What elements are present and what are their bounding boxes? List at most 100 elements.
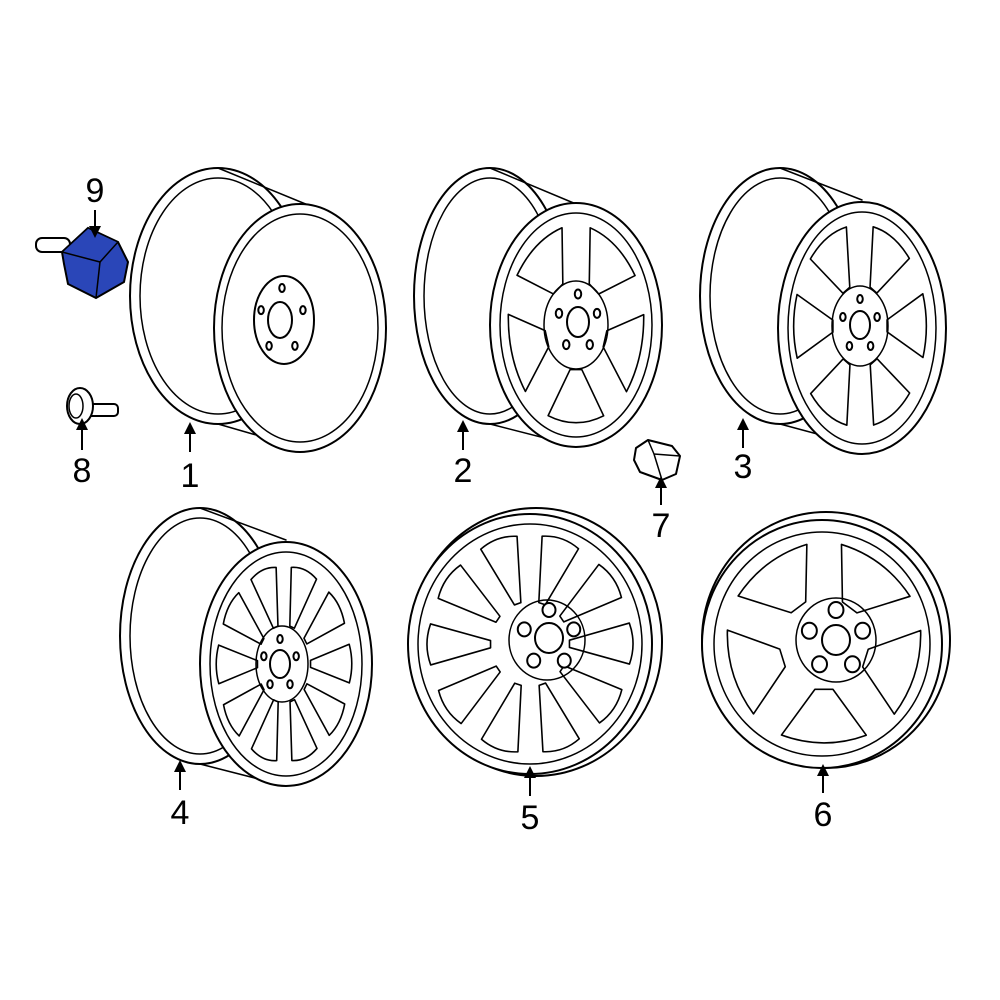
part-4-alloy-wheel[interactable] (119, 507, 373, 787)
lug-hole (526, 652, 542, 669)
lug-hole (299, 305, 307, 316)
spoke-window (547, 368, 605, 424)
spoke-window (840, 543, 911, 614)
vent-slot-fill (285, 238, 293, 269)
part-2-alloy-wheel[interactable] (413, 167, 663, 448)
vent-slot-fill (327, 276, 347, 295)
vent-slot-fill (245, 276, 265, 295)
spoke-window (780, 688, 868, 744)
vent-slot-fill (310, 375, 322, 403)
lug-hole (286, 679, 294, 690)
wheel-1-front-lip (221, 213, 379, 443)
vent-slot-fill (332, 338, 354, 350)
spoke-window (588, 227, 636, 295)
wheel-5-front-lip (417, 523, 643, 765)
spoke-window (215, 644, 259, 685)
wheel-5-spoke-windows (426, 535, 634, 753)
wheel-3-lug-holes (839, 294, 881, 352)
spoke-window (538, 682, 581, 753)
callout-5: 5 (521, 799, 540, 837)
spoke-window (886, 293, 928, 359)
lug-hole (839, 311, 847, 322)
sensor-edge (95, 261, 101, 299)
wheel-6-lug-holes (800, 601, 872, 674)
spoke-window (809, 226, 851, 295)
vent-slot-fill (270, 375, 282, 403)
wheel-2-center-bore (566, 306, 590, 338)
spoke-window (289, 698, 318, 762)
lug-hole (800, 621, 818, 640)
callout-2: 2 (454, 452, 473, 490)
vent-slot-fill (319, 258, 336, 282)
part-8-valve-stem[interactable] (66, 387, 119, 425)
vent-slot-fill (327, 353, 347, 372)
callout-8: 8 (73, 452, 92, 490)
spoke-window (222, 591, 265, 646)
spoke-window (289, 566, 318, 629)
callout-4: 4 (171, 794, 190, 832)
wheel-1-center-bore (267, 301, 293, 339)
wheel-3-hub (831, 285, 889, 367)
part-1-steel-wheel[interactable] (129, 167, 387, 453)
vent-slot-fill (256, 366, 273, 390)
lug-hole (873, 311, 881, 322)
lug-nut-body (633, 439, 681, 481)
spoke-window (437, 665, 501, 725)
vent-slot-fill (270, 245, 282, 273)
wheel-6-spoke-windows (726, 543, 922, 744)
sensor-top-face (60, 227, 120, 263)
callout-6: 6 (814, 796, 833, 834)
lug-hole (854, 621, 872, 640)
lug-nut-facets (647, 439, 681, 481)
part-5-alloy-wheel[interactable] (407, 507, 663, 777)
spoke-window (437, 564, 501, 624)
lug-hole (585, 339, 594, 351)
lug-hole (276, 634, 284, 644)
wheel-3-front-lip (787, 211, 937, 445)
lug-hole (291, 340, 299, 351)
lug-hole (845, 341, 854, 352)
vent-slot-fill (319, 366, 336, 390)
spoke-window (222, 683, 265, 737)
lug-hole (541, 602, 557, 618)
spoke-window (426, 623, 492, 666)
spoke-window (516, 226, 564, 295)
spoke-window (303, 682, 346, 737)
part-6-alloy-wheel[interactable] (701, 511, 951, 769)
vent-slot-fill (299, 238, 307, 269)
spoke-window (726, 629, 787, 715)
part-7-lug-nut[interactable] (633, 439, 681, 481)
lug-hole (260, 651, 268, 662)
wheel-2-hub (543, 280, 609, 370)
wheel-3-spoke-windows (792, 226, 928, 426)
valve-stem-head (66, 387, 94, 425)
spoke-window (479, 535, 522, 606)
lug-hole (566, 621, 582, 638)
spoke-window (869, 226, 911, 294)
lug-hole (856, 294, 864, 304)
callout-1: 1 (181, 457, 200, 495)
wheel-1-vent-slots (236, 238, 356, 410)
lug-hole (843, 655, 861, 674)
vent-slot-fill (245, 353, 265, 372)
spoke-window (861, 629, 922, 715)
wheel-4-spoke-windows (215, 566, 353, 762)
lug-hole (866, 341, 875, 352)
spoke-window (309, 643, 353, 684)
spoke-window (480, 682, 522, 753)
spoke-window (602, 313, 645, 393)
wheel-1-lug-holes (257, 283, 307, 351)
wheel-4-center-bore (269, 649, 291, 679)
vent-slot-fill (310, 245, 322, 273)
part-9-tpms-sensor[interactable] (35, 226, 130, 300)
spoke-window (559, 563, 623, 623)
callout-7: 7 (652, 507, 671, 545)
lug-hole (292, 651, 300, 662)
part-3-alloy-wheel[interactable] (699, 167, 947, 455)
lug-hole (592, 307, 602, 319)
callout-arrows (76, 210, 829, 796)
wheel-4-front-lip (209, 551, 363, 777)
wheel-5-hub (508, 599, 586, 681)
lug-hole (554, 307, 564, 319)
callout-9: 9 (86, 172, 105, 210)
